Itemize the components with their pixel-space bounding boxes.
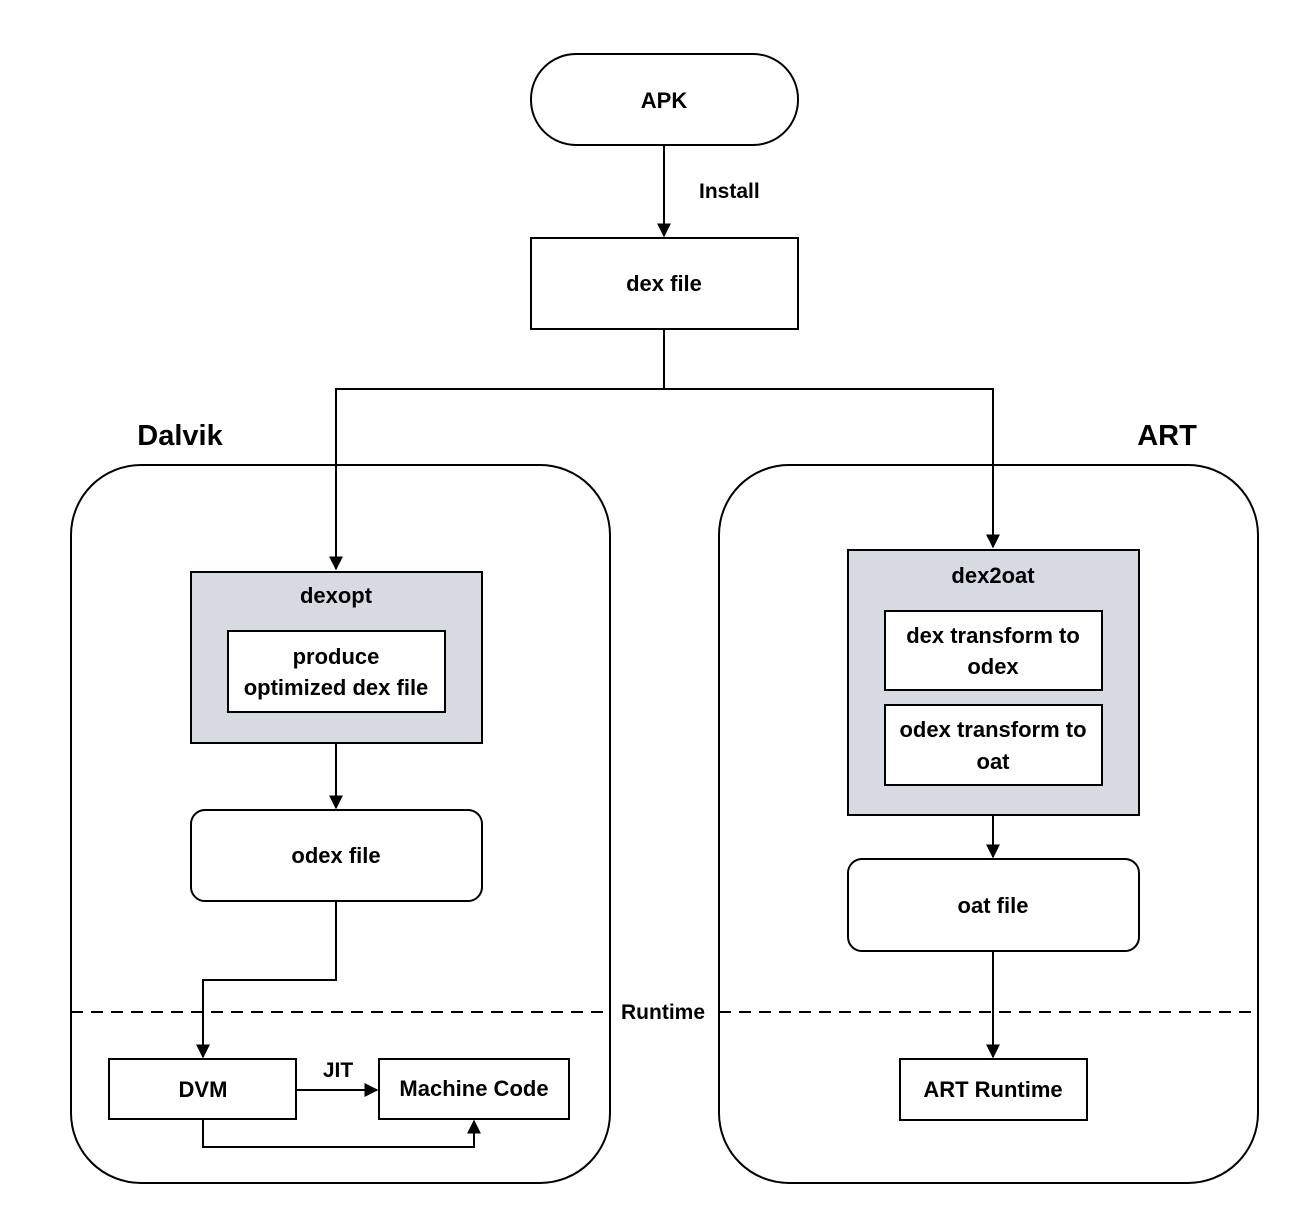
apk-label: APK [641,88,688,113]
install-label: Install [699,180,760,203]
odex-to-oat-node [884,704,1103,786]
produce-label-line1: produce [293,644,380,669]
odex-file-label: odex file [291,843,380,868]
dexopt-label: dexopt [300,583,373,608]
dalvik-container [70,464,611,1184]
machine-code-node [378,1058,570,1120]
machine-code-label: Machine Code [399,1076,548,1101]
runtime-label-bg [613,996,713,1026]
art-title: ART [1137,420,1197,452]
dalvik-title: Dalvik [137,420,223,452]
edge-odex-dvm [196,901,337,1059]
art-container [718,464,1259,1184]
dex-to-odex-node [884,610,1103,691]
dex-file-node [530,237,799,330]
edge-dex-dexopt [329,388,664,571]
dex2oat-label: dex2oat [951,563,1035,588]
oat-file-label: oat file [958,893,1029,918]
dex-file-label: dex file [626,271,702,296]
dvm-label: DVM [179,1077,228,1102]
art-runtime-node [899,1058,1088,1121]
odex-to-oat-label-line2: oat [977,749,1011,774]
dex-to-odex-label-line2: odex [967,654,1019,679]
dex-to-odex-label-line1: dex transform to [906,623,1080,648]
odex-to-oat-label-line1: odex transform to [899,717,1086,742]
edge-dex-dex2oat [664,388,1000,549]
art-runtime-label: ART Runtime [923,1077,1062,1102]
produce-label-line2: optimized dex file [244,675,429,700]
produce-node [227,630,446,713]
runtime-label: Runtime [621,1001,705,1024]
jit-label: JIT [323,1059,354,1082]
edge-dvm-machine-loop [202,1119,481,1148]
